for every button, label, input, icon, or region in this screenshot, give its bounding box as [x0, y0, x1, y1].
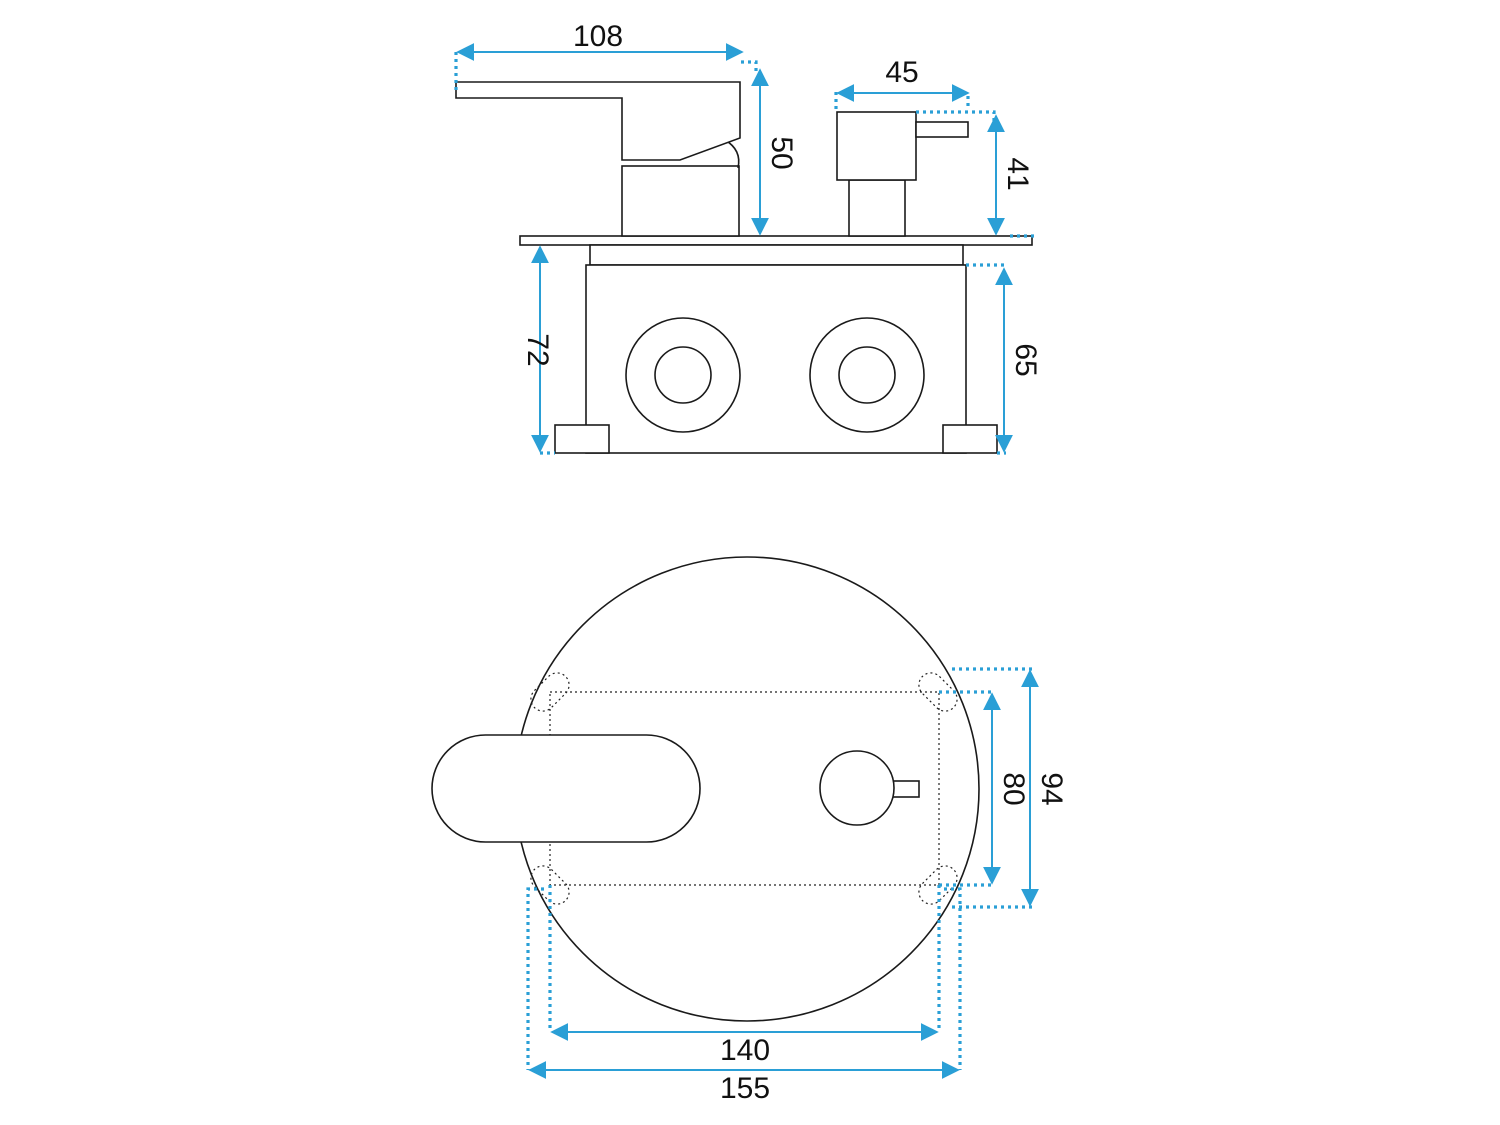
lever-handle-front — [431, 734, 701, 843]
dim-label-94: 94 — [1035, 772, 1068, 805]
dim-label-45: 45 — [885, 56, 918, 89]
mounting-plate — [519, 235, 1033, 246]
plate-collar — [589, 244, 964, 266]
port-left-outer — [625, 317, 741, 433]
valve-box — [585, 264, 967, 454]
diverter-knob — [836, 111, 969, 237]
lever-handle — [455, 81, 741, 237]
dim-label-155: 155 — [720, 1072, 770, 1105]
mounting-holes — [530, 672, 958, 905]
port-right-inner — [838, 346, 896, 404]
dim-knob-height: 41 — [916, 110, 1034, 238]
dim-knob-width: 45 — [834, 56, 970, 110]
port-left-inner — [654, 346, 712, 404]
box-foot-right — [942, 424, 998, 454]
front-view: 80 94 140 155 — [431, 556, 1068, 1105]
dim-label-80: 80 — [997, 772, 1030, 805]
dim-box-body-depth: 65 — [966, 263, 1042, 455]
dim-handle-width: 108 — [454, 20, 758, 90]
dim-label-65: 65 — [1009, 343, 1042, 376]
diverter-knob-front — [819, 750, 920, 826]
port-right-outer — [809, 317, 925, 433]
dim-label-50: 50 — [765, 136, 798, 169]
box-foot-left — [554, 424, 610, 454]
dim-outer-width: 155 — [526, 887, 962, 1105]
dim-label-41: 41 — [1001, 157, 1034, 190]
dim-outer-height: 94 — [952, 667, 1068, 909]
dim-label-72: 72 — [521, 333, 554, 366]
side-view: 108 50 45 41 72 — [454, 20, 1042, 455]
dim-label-108: 108 — [573, 20, 623, 53]
concealed-box-outline — [549, 691, 940, 886]
dim-box-depth: 72 — [521, 245, 555, 455]
dim-handle-height: 50 — [751, 68, 798, 236]
dim-label-140: 140 — [720, 1034, 770, 1067]
